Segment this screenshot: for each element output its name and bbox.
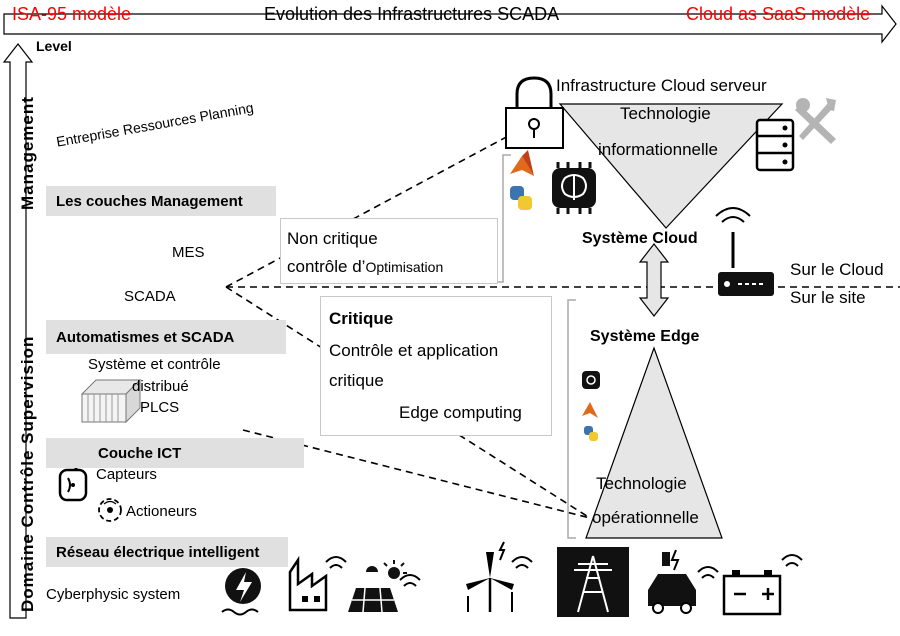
solar-panel-icon bbox=[348, 560, 421, 613]
scada-label: SCADA bbox=[124, 288, 176, 305]
cloud-system-label: Système Cloud bbox=[582, 230, 698, 247]
diagram-title: Evolution des Infrastructures SCADA bbox=[264, 4, 560, 24]
router-icon bbox=[718, 272, 774, 296]
non-critical-box: Non critique contrôle d’Optimisation bbox=[280, 218, 498, 284]
tools-icon bbox=[795, 98, 836, 144]
factory-icon bbox=[288, 555, 347, 612]
critical-box: Critique Contrôle et application critiqu… bbox=[320, 296, 552, 436]
scada-to-cloud-line bbox=[225, 133, 513, 288]
sensors-label: Capteurs bbox=[96, 466, 157, 483]
control-label: contrôle d’ bbox=[287, 257, 366, 276]
cloud-tech-line2: informationnelle bbox=[598, 140, 719, 159]
ict-band: Couche ICT bbox=[46, 438, 304, 468]
automation-band: Automatismes et SCADA bbox=[46, 320, 286, 354]
ai-chip-icon-small bbox=[582, 371, 600, 389]
actuator-gear-icon bbox=[98, 498, 122, 522]
edge-triangle bbox=[585, 346, 723, 539]
wind-turbine-icon bbox=[466, 541, 533, 612]
python-icon bbox=[510, 186, 532, 210]
electric-car-icon bbox=[648, 549, 719, 614]
cloud-triangle bbox=[558, 103, 784, 229]
management-label-anchor: Management bbox=[18, 96, 42, 234]
timeline-arrow bbox=[3, 4, 897, 44]
level-arrow bbox=[2, 43, 34, 619]
critical-title: Critique bbox=[329, 309, 394, 328]
edge-bracket bbox=[567, 299, 576, 539]
cloud-infra-title: Infrastructure Cloud serveur bbox=[556, 76, 767, 95]
cloud-bracket bbox=[497, 154, 511, 283]
edge-computing-label: Edge computing bbox=[399, 403, 522, 422]
non-critical-line: contrôle d’Optimisation bbox=[287, 257, 443, 277]
cyberphysic-label: Cyberphysic system bbox=[46, 586, 181, 603]
cloud-saas-label: Cloud as SaaS modèle bbox=[686, 4, 871, 24]
supervision-label-anchor: Domaine Contrôle Supervision bbox=[18, 336, 42, 636]
on-cloud-label: Sur le Cloud bbox=[790, 260, 884, 279]
critical-line2: critique bbox=[329, 371, 384, 390]
level-label: Level bbox=[36, 38, 72, 54]
edge-system-label: Système Edge bbox=[590, 328, 700, 345]
matlab-icon-small bbox=[582, 402, 598, 418]
power-pylon-icon bbox=[557, 547, 629, 617]
isa95-label: ISA-95 modèle bbox=[12, 4, 132, 24]
ai-chip-icon bbox=[552, 162, 596, 214]
on-site-label: Sur le site bbox=[790, 288, 866, 307]
server-database-icon bbox=[755, 118, 795, 172]
edge-tech-line1: Technologie bbox=[596, 474, 687, 493]
antenna-wifi-icon bbox=[715, 207, 751, 268]
plcs-label: PLCS bbox=[140, 399, 180, 416]
grid-band: Réseau électrique intelligent bbox=[46, 537, 288, 567]
supervision-label: Domaine Contrôle Supervision bbox=[18, 335, 37, 612]
management-band: Les couches Management bbox=[46, 186, 276, 216]
distributed-label: distribué bbox=[132, 378, 189, 395]
battery-icon bbox=[722, 554, 803, 616]
optimisation-label: Optimisation bbox=[365, 259, 444, 275]
plc-rack-icon bbox=[80, 378, 142, 424]
mes-label: MES bbox=[172, 244, 205, 261]
non-critical-title: Non critique bbox=[287, 229, 378, 248]
cloud-tech-line1: Technologie bbox=[620, 104, 711, 123]
actuators-label: Actioneurs bbox=[126, 503, 197, 520]
cloud-edge-arrow bbox=[638, 243, 670, 317]
padlock-icon bbox=[505, 76, 564, 149]
matlab-icon bbox=[510, 150, 534, 176]
python-icon-small bbox=[584, 426, 598, 441]
critical-line1: Contrôle et application bbox=[329, 341, 499, 360]
system-control-label: Système et contrôle bbox=[88, 356, 221, 373]
management-label: Management bbox=[18, 96, 37, 210]
edge-tech-line2: opérationnelle bbox=[592, 508, 699, 527]
